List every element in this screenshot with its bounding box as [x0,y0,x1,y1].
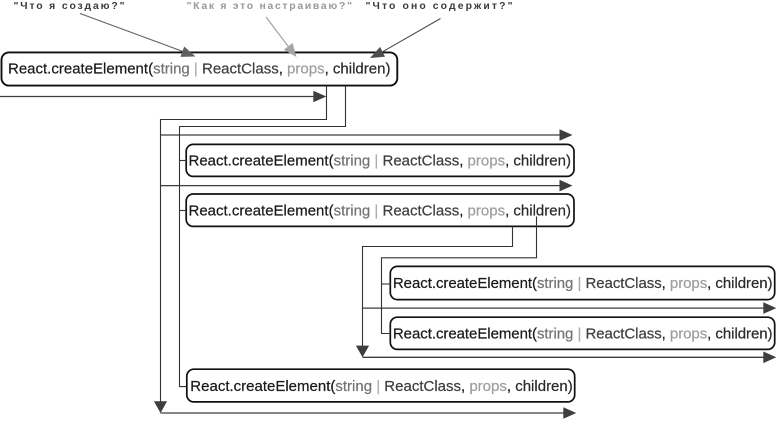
svg-text:React.createElement(string | R: React.createElement(string | ReactClass,… [190,378,572,395]
svg-text:React.createElement(string | R: React.createElement(string | ReactClass,… [189,203,571,220]
svg-text:"Как я это настраиваю?": "Как я это настраиваю?" [187,1,353,12]
svg-text:React.createElement(string | R: React.createElement(string | ReactClass,… [189,153,571,170]
svg-text:"Что я создаю?": "Что я создаю?" [14,1,125,12]
svg-text:React.createElement(string | R: React.createElement(string | ReactClass,… [8,61,390,78]
svg-text:React.createElement(string | R: React.createElement(string | ReactClass,… [393,326,773,343]
svg-text:React.createElement(string | R: React.createElement(string | ReactClass,… [393,275,773,292]
